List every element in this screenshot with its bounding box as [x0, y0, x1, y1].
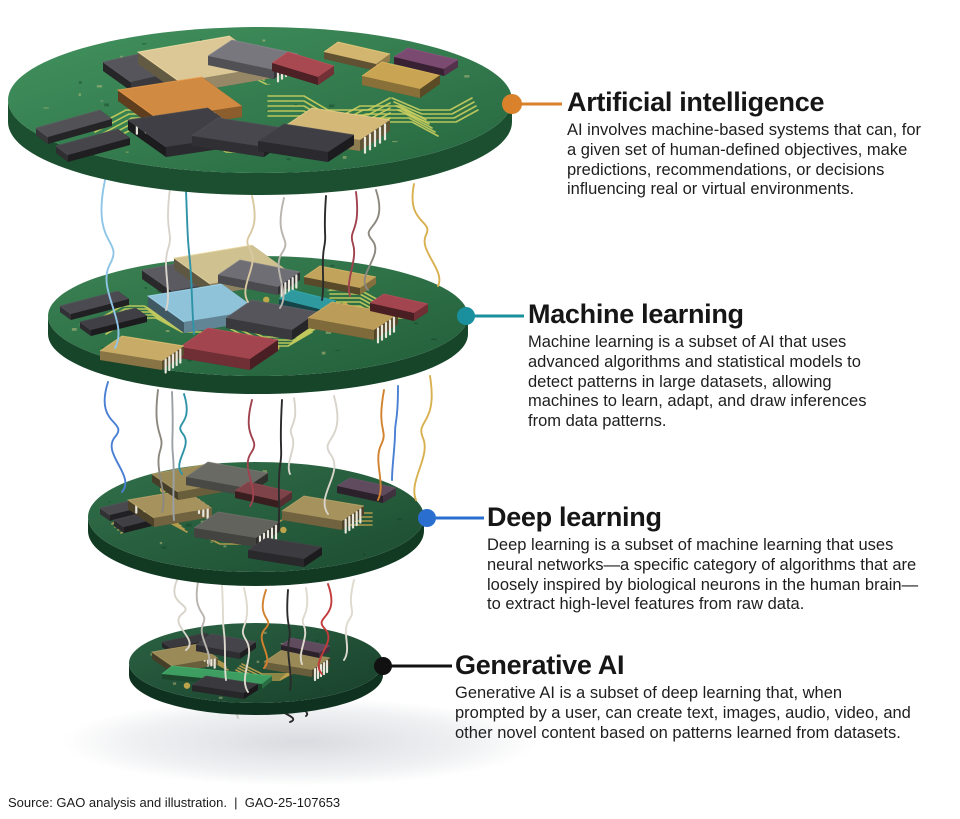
section-description: Deep learning is a subset of machine lea…: [487, 536, 919, 614]
section-description: Machine learning is a subset of AI that …: [528, 333, 867, 431]
section-title: Deep learning: [487, 502, 662, 532]
board-layer-machine-learning: [48, 244, 468, 394]
source-line: Source: GAO analysis and illustration. |…: [8, 795, 341, 810]
connector-dot-artificial-intelligence: [502, 94, 522, 114]
connector-dot-generative-ai: [374, 657, 392, 675]
wire-bundle-3: [173, 577, 355, 693]
board-layer-deep-learning: [88, 461, 424, 586]
section-title: Machine learning: [528, 299, 744, 329]
board-layer-artificial-intelligence: [8, 27, 512, 195]
connector-dot-deep-learning: [418, 509, 436, 527]
section-generative-ai: Generative AI Generative AI is a subset …: [455, 650, 915, 743]
section-artificial-intelligence: Artificial intelligence AI involves mach…: [567, 87, 929, 200]
connector-dot-machine-learning: [457, 307, 475, 325]
section-description: AI involves machine-based systems that c…: [567, 121, 921, 199]
section-description: Generative AI is a subset of deep learni…: [455, 684, 911, 742]
wire-bundle-2: [103, 375, 433, 533]
ground-shadow: [62, 698, 538, 786]
section-machine-learning: Machine learning Machine learning is a s…: [528, 299, 896, 432]
wire-bundle-1: [100, 179, 441, 349]
section-title: Artificial intelligence: [567, 87, 825, 117]
section-deep-learning: Deep learning Deep learning is a subset …: [487, 502, 922, 615]
board-layer-generative-ai: [129, 623, 383, 715]
section-title: Generative AI: [455, 650, 625, 680]
